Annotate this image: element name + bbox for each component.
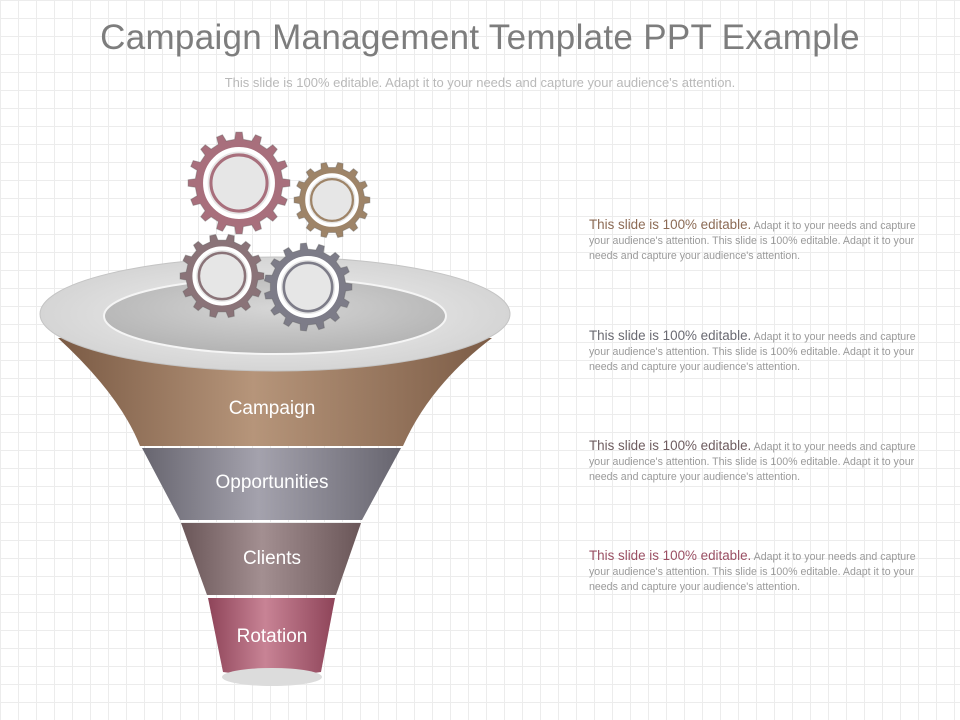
note-campaign: This slide is 100% editable. Adapt it to… [589,217,917,264]
gear-inner-ring [197,251,247,301]
gear-icon-brown [293,161,371,239]
stage-label-campaign: Campaign [229,398,316,419]
gear-hole [192,246,252,306]
slide-subtitle: This slide is 100% editable. Adapt it to… [224,75,736,90]
note-body: Adapt it to your needs and capture your … [589,441,916,483]
gear-icon-mauve [179,233,265,319]
note-body: Adapt it to your needs and capture your … [589,331,916,373]
stage-label-rotation: Rotation [237,626,308,647]
stage-label-clients: Clients [243,548,301,569]
gear-hole [276,255,340,319]
note-rotation: This slide is 100% editable. Adapt it to… [589,548,917,595]
gear-inner-ring [309,177,355,223]
gear-hole [305,173,359,227]
funnel-segment-rotation [208,598,335,676]
gear-inner-ring [282,261,334,313]
gear-icon-gray [263,242,353,332]
gear-inner-ring [209,153,269,213]
funnel-base [222,668,322,686]
note-body: Adapt it to your needs and capture your … [589,220,916,262]
gear-icon-pink [187,131,291,235]
slide-title: Campaign Management Template PPT Example [100,18,860,57]
note-lead: This slide is 100% editable. [589,438,752,453]
note-lead: This slide is 100% editable. [589,548,752,563]
funnel-segment-opportunities [142,448,401,520]
stage-label-opportunities: Opportunities [215,472,328,493]
funnel-segment-clients [181,523,361,595]
note-lead: This slide is 100% editable. [589,328,752,343]
note-clients: This slide is 100% editable. Adapt it to… [589,438,917,485]
gear-hole [203,147,275,219]
note-lead: This slide is 100% editable. [589,217,752,232]
note-body: Adapt it to your needs and capture your … [589,551,916,593]
note-opportunities: This slide is 100% editable. Adapt it to… [589,328,917,375]
